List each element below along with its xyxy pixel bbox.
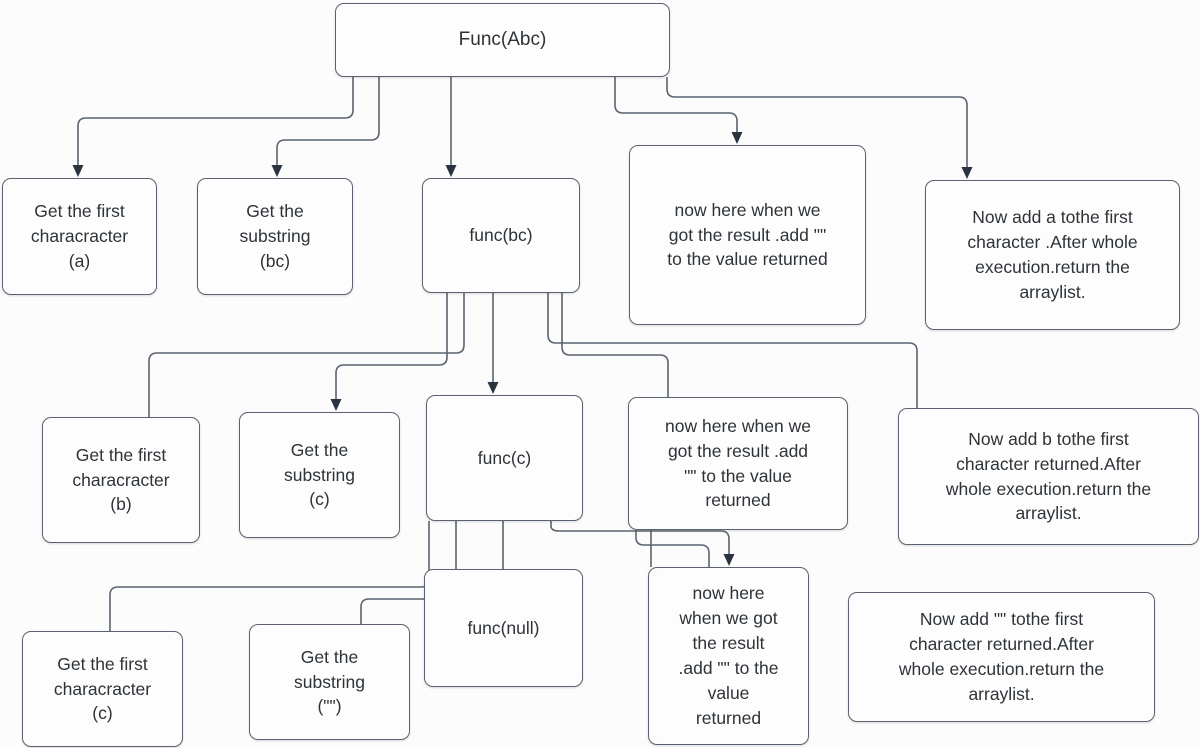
arrowhead-icon	[271, 165, 283, 177]
node-label: func(null)	[467, 617, 540, 638]
arrowhead-icon	[731, 132, 743, 144]
node-get-substring-c: Get the substring (c)	[239, 412, 400, 538]
arrowhead-icon	[445, 165, 457, 177]
node-func-null: func(null)	[424, 569, 583, 687]
connector-funcbc-to-get-first-b	[148, 293, 465, 417]
connector-funcabc-to-now-add-a	[666, 77, 968, 167]
node-now-add-a: Now add a tothe first character .After w…	[925, 180, 1180, 330]
node-label: Now add b tothe first character returned…	[945, 428, 1152, 524]
connector-funcabc-to-get-substring-bc	[276, 77, 380, 165]
arrowhead-icon	[961, 167, 973, 179]
node-get-substring-bc: Get the substring (bc)	[197, 178, 353, 295]
node-get-substring-empty: Get the substring ("")	[249, 624, 410, 740]
node-label: func(bc)	[469, 225, 533, 246]
node-label: Now add "" tothe first character returne…	[898, 609, 1105, 704]
node-label: Get the first characracter (b)	[72, 444, 170, 515]
node-label: now here when we got the result .add "" …	[678, 583, 779, 728]
node-label: Func(Abc)	[458, 28, 547, 50]
node-now-here-3: now here when we got the result .add "" …	[648, 567, 809, 745]
node-label: now here when we got the result .add "" …	[667, 199, 828, 270]
node-get-first-a: Get the first characracter (a)	[2, 178, 157, 295]
arrowhead-icon	[330, 399, 342, 411]
node-get-first-b: Get the first characracter (b)	[42, 417, 200, 543]
node-func-abc: Func(Abc)	[335, 3, 670, 77]
node-now-add-empty: Now add "" tothe first character returne…	[848, 592, 1155, 722]
connector-funcabc-to-get-first-a	[77, 77, 354, 165]
connector-funcc-to-now-here-3	[550, 521, 730, 554]
node-now-here-2: now here when we got the result .add "" …	[628, 397, 848, 530]
node-label: Get the first characracter (c)	[53, 653, 152, 724]
node-label: Now add a tothe first character .After w…	[967, 207, 1138, 302]
connector-funcbc-to-get-substring-c	[335, 293, 448, 399]
arrowhead-icon	[723, 554, 735, 566]
node-now-add-b: Now add b tothe first character returned…	[898, 408, 1199, 545]
connector-nowhere2-to-now-here-3-left	[635, 530, 710, 567]
node-func-c: func(c)	[426, 395, 583, 521]
connector-funcbc-to-now-here-2	[561, 293, 669, 397]
node-label: func(c)	[477, 447, 532, 468]
node-label: now here when we got the result .add "" …	[665, 415, 811, 511]
node-now-here-1: now here when we got the result .add "" …	[629, 145, 866, 325]
node-label: Get the substring (bc)	[239, 201, 311, 271]
arrowhead-icon	[72, 165, 84, 177]
node-get-first-c: Get the first characracter (c)	[22, 631, 183, 747]
node-label: Get the substring ("")	[293, 646, 365, 717]
node-label: Get the first characracter (a)	[30, 201, 129, 271]
node-label: Get the substring (c)	[283, 439, 355, 510]
arrowhead-icon	[487, 382, 499, 394]
node-func-bc: func(bc)	[422, 178, 580, 293]
connector-funcbc-to-now-add-b	[547, 293, 918, 408]
connector-funcabc-to-now-here-1	[614, 77, 738, 132]
